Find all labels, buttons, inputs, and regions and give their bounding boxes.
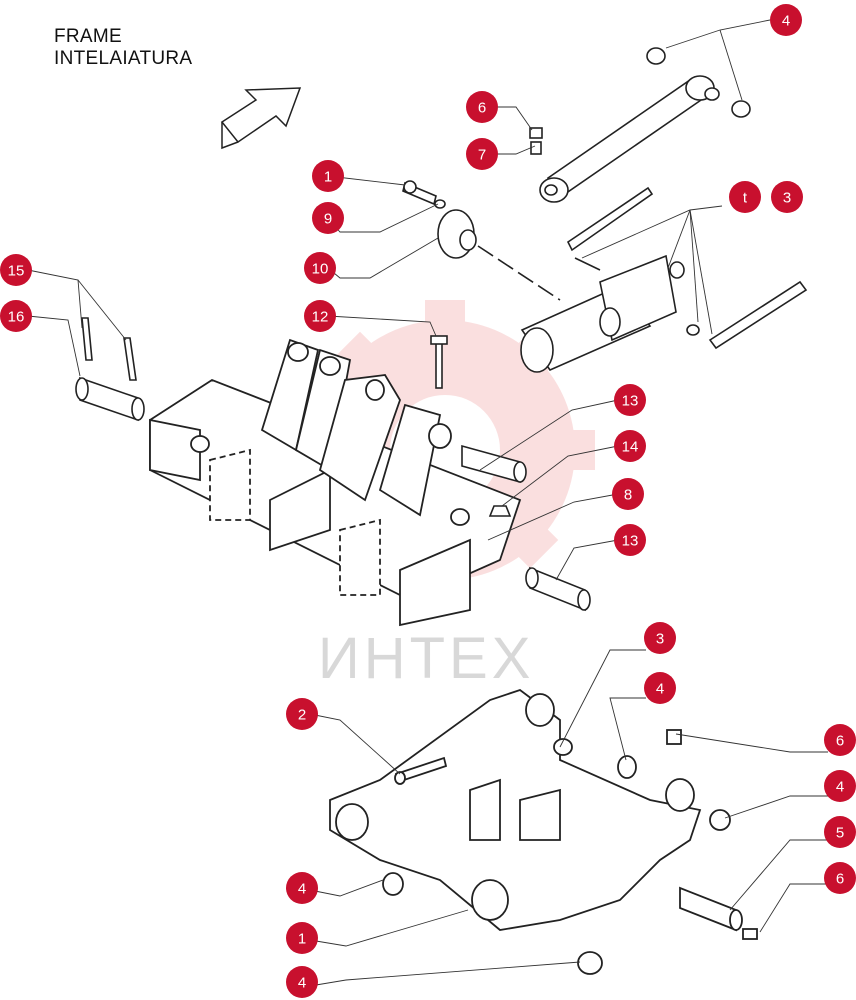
callout-18: 2: [286, 698, 318, 730]
callout-13: 14: [614, 430, 646, 462]
svg-text:15: 15: [8, 263, 25, 280]
frame-body: [149, 338, 522, 627]
callout-19: 6: [824, 724, 856, 756]
callout-7: 9: [312, 202, 344, 234]
callout-21: 5: [824, 816, 856, 848]
svg-text:8: 8: [624, 487, 632, 504]
callout-14: 8: [612, 478, 644, 510]
svg-text:9: 9: [324, 211, 332, 228]
svg-text:4: 4: [782, 13, 790, 30]
frame-pins: [75, 317, 591, 612]
callout-24: 1: [286, 922, 318, 954]
title-line-1: FRAME: [54, 26, 122, 47]
callout-25: 4: [286, 966, 318, 998]
callout-12: 13: [614, 384, 646, 416]
direction-arrow-icon: [220, 87, 302, 150]
svg-text:7: 7: [478, 147, 486, 164]
svg-text:13: 13: [622, 393, 639, 410]
callout-1: 1: [312, 160, 344, 192]
svg-text:3: 3: [783, 190, 791, 207]
callout-16: 3: [644, 622, 676, 654]
svg-text:t: t: [743, 190, 748, 207]
tie-rod-assembly: [529, 47, 751, 203]
svg-text:6: 6: [836, 871, 844, 888]
title-line-2: INTELAIATURA: [54, 48, 193, 69]
callout-3: 6: [466, 91, 498, 123]
callout-8: 10: [304, 252, 336, 284]
svg-text:4: 4: [836, 779, 844, 796]
svg-text:6: 6: [478, 100, 486, 117]
callout-10: 16: [0, 300, 32, 332]
callout-4: 7: [466, 138, 498, 170]
svg-text:3: 3: [656, 631, 664, 648]
watermark-text: ИНТЕХ: [318, 626, 535, 691]
svg-text:2: 2: [298, 707, 306, 724]
svg-text:14: 14: [622, 439, 639, 456]
axle-support: [329, 688, 758, 975]
svg-text:12: 12: [312, 309, 329, 326]
callout-17: 4: [644, 672, 676, 704]
callout-15: 13: [614, 524, 646, 556]
callout-20: 4: [824, 770, 856, 802]
svg-text:16: 16: [8, 309, 25, 326]
svg-text:6: 6: [836, 733, 844, 750]
callout-2: 4: [770, 4, 802, 36]
callout-23: 6: [824, 862, 856, 894]
svg-text:1: 1: [324, 169, 332, 186]
svg-text:4: 4: [298, 975, 306, 992]
svg-text:4: 4: [656, 681, 664, 698]
svg-text:13: 13: [622, 533, 639, 550]
hydraulic-cylinder: [520, 186, 808, 373]
flange-and-bolt: [402, 180, 561, 301]
svg-text:4: 4: [298, 881, 306, 898]
callout-11: 12: [304, 300, 336, 332]
svg-text:1: 1: [298, 931, 306, 948]
callout-9: 15: [0, 254, 32, 286]
svg-text:10: 10: [312, 261, 329, 278]
svg-text:5: 5: [836, 825, 844, 842]
callout-5: t: [729, 181, 761, 213]
callout-22: 4: [286, 872, 318, 904]
callout-6: 3: [771, 181, 803, 213]
